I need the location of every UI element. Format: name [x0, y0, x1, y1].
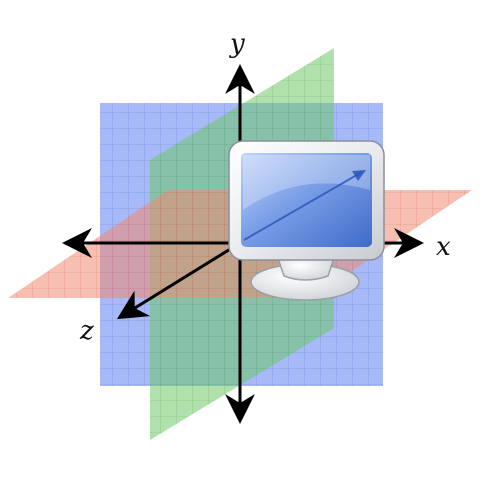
z-axis: [116, 241, 241, 320]
y-axis-label: y: [229, 29, 245, 59]
x-axis-label: x: [436, 232, 451, 262]
z-axis-label: z: [79, 316, 94, 346]
computer-monitor-icon: [228, 140, 385, 301]
